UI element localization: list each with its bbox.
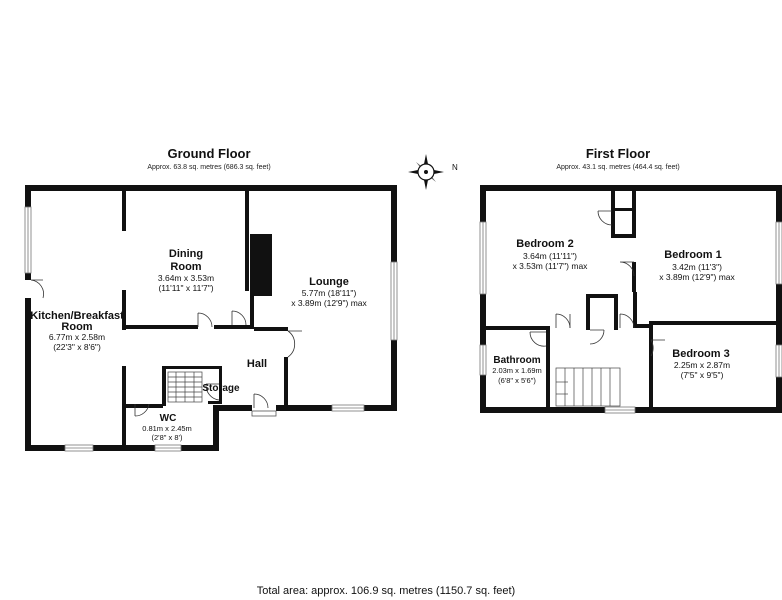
storage-door xyxy=(205,383,220,401)
svg-text:3.64m (11'11"): 3.64m (11'11") xyxy=(523,251,577,261)
wc-label: WC 0.81m x 2.45m (2'8" x 8') xyxy=(142,413,192,442)
ground-floor-doors xyxy=(25,279,302,417)
first-stairs xyxy=(555,367,621,407)
ground-floor-title: Ground Floor xyxy=(167,146,250,161)
ground-floor-area: Approx. 63.8 sq. metres (686.3 sq. feet) xyxy=(147,164,270,171)
svg-text:5.77m (18'11"): 5.77m (18'11") xyxy=(302,288,357,298)
svg-text:(7'5" x 9'5"): (7'5" x 9'5") xyxy=(681,370,724,380)
svg-text:Bedroom 2: Bedroom 2 xyxy=(516,238,573,250)
svg-text:Dining: Dining xyxy=(169,248,203,260)
storage-label: Storage xyxy=(202,383,240,394)
cupboard-door xyxy=(231,310,247,326)
ground-floor: Ground Floor Approx. 63.8 sq. metres (68… xyxy=(24,146,398,452)
cupboard-door-2 xyxy=(619,261,635,277)
bathroom-door xyxy=(589,329,605,345)
svg-text:Room: Room xyxy=(61,321,92,333)
wc-door xyxy=(134,403,150,417)
svg-text:x 3.53m (11'7") max: x 3.53m (11'7") max xyxy=(513,261,589,271)
kitchen-label: Kitchen/Breakfast Room 6.77m x 2.58m (22… xyxy=(30,310,124,352)
first-floor-area: Approx. 43.1 sq. metres (464.4 sq. feet) xyxy=(556,164,679,171)
svg-text:Kitchen/Breakfast: Kitchen/Breakfast xyxy=(30,310,124,322)
bedroom2-label: Bedroom 2 3.64m (11'11") x 3.53m (11'7")… xyxy=(513,238,589,271)
bathroom-label: Bathroom 2.03m x 1.69m (6'8" x 5'6") xyxy=(492,355,542,385)
compass-icon: N xyxy=(408,154,458,190)
bedroom2-door xyxy=(555,313,571,329)
hall-label: Hall xyxy=(247,358,267,370)
first-floor: First Floor Approx. 43.1 sq. metres (464… xyxy=(479,146,782,414)
dining-label: Dining Room 3.64m x 3.53m (11'11" x 11'7… xyxy=(158,248,214,293)
svg-text:(22'3" x 8'6"): (22'3" x 8'6") xyxy=(53,342,101,352)
first-floor-windows xyxy=(479,221,782,414)
svg-text:2.25m x 2.87m: 2.25m x 2.87m xyxy=(674,360,730,370)
svg-text:(2'8" x 8'): (2'8" x 8') xyxy=(152,433,183,442)
svg-text:(11'11" x 11'7"): (11'11" x 11'7") xyxy=(158,283,213,293)
svg-text:6.77m x 2.58m: 6.77m x 2.58m xyxy=(49,332,105,342)
first-floor-doors xyxy=(529,210,665,357)
svg-text:Bathroom: Bathroom xyxy=(493,355,540,366)
svg-text:3.42m (11'3"): 3.42m (11'3") xyxy=(672,262,722,272)
svg-text:Room: Room xyxy=(170,261,201,273)
bedroom1-label: Bedroom 1 3.42m (11'3") x 3.89m (12'9") … xyxy=(659,249,735,282)
svg-text:(6'8" x 5'6"): (6'8" x 5'6") xyxy=(498,376,536,385)
bath-door xyxy=(529,331,547,347)
ground-floor-windows xyxy=(24,206,398,452)
lounge-label: Lounge 5.77m (18'11") x 3.89m (12'9") ma… xyxy=(291,276,367,308)
bedroom1-door xyxy=(619,313,635,329)
dining-door xyxy=(197,312,213,328)
kitchen-door xyxy=(30,279,44,299)
front-door xyxy=(253,393,269,409)
svg-text:WC: WC xyxy=(160,413,177,424)
total-area: Total area: approx. 106.9 sq. metres (11… xyxy=(257,585,515,597)
svg-text:x 3.89m (12'9") max: x 3.89m (12'9") max xyxy=(659,272,735,282)
svg-text:2.03m x 1.69m: 2.03m x 1.69m xyxy=(492,366,542,375)
cupboard-door-1 xyxy=(597,210,613,226)
bedroom3-label: Bedroom 3 2.25m x 2.87m (7'5" x 9'5") xyxy=(672,348,730,380)
first-floor-title: First Floor xyxy=(586,146,650,161)
ground-stairs xyxy=(167,371,203,403)
compass-north-label: N xyxy=(452,163,458,172)
svg-text:3.64m x 3.53m: 3.64m x 3.53m xyxy=(158,273,214,283)
svg-text:Lounge: Lounge xyxy=(309,276,349,288)
lounge-door xyxy=(287,330,302,358)
svg-text:Bedroom 1: Bedroom 1 xyxy=(664,249,721,261)
svg-text:0.81m x 2.45m: 0.81m x 2.45m xyxy=(142,424,192,433)
svg-text:x 3.89m (12'9") max: x 3.89m (12'9") max xyxy=(291,298,367,308)
svg-text:Bedroom 3: Bedroom 3 xyxy=(672,348,729,360)
bedroom3-door xyxy=(650,339,665,357)
